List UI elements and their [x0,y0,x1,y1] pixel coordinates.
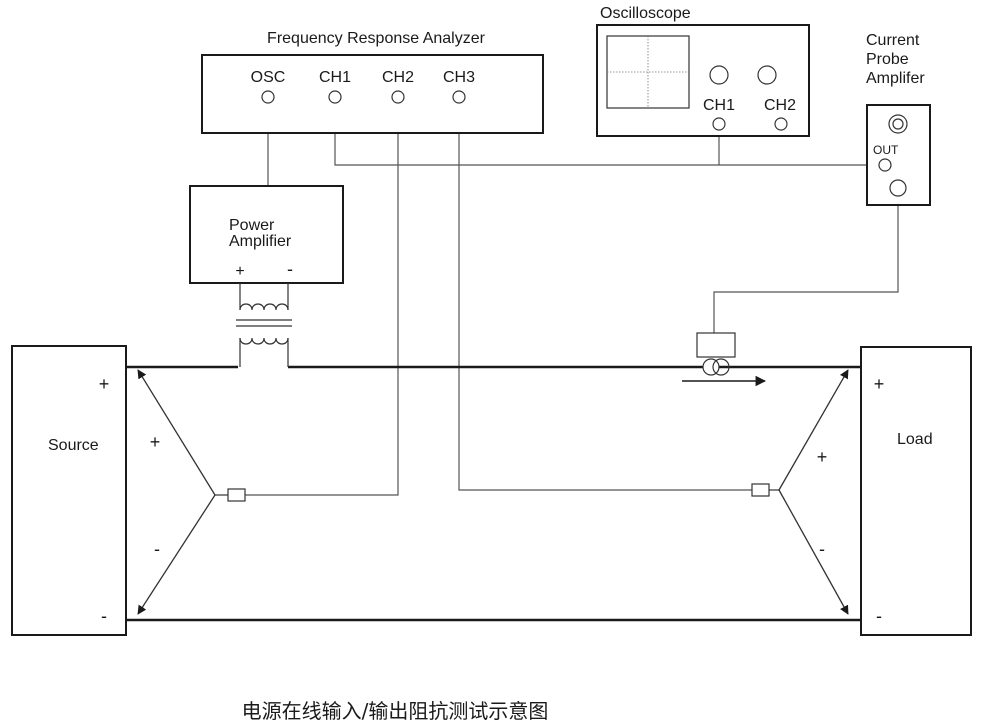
source-plus-label: + [99,374,110,394]
fra-ch2-terminal [391,90,405,104]
scope-ch2-label: CH2 [764,97,796,114]
current-probe-amplifier: Current Probe Amplifer OUT [866,32,931,206]
load-sense-probe [751,483,770,497]
fra-osc-terminal [261,90,275,104]
current-probe [682,332,767,387]
power-amp-title-line-1: Power [229,217,275,234]
injection-transformer [236,283,292,367]
source-minus-label: - [101,606,107,626]
probe-amp-title-line-1: Current [866,32,920,49]
fra-ch1-terminal [328,90,342,104]
fra-port-ch2-label: CH2 [382,69,414,86]
source-sense-arrow-plus [137,369,216,496]
probe-amp-out-terminal [878,158,892,172]
load-probe-plus-label: + [817,447,828,467]
probe-amp-title-line-3: Amplifer [866,70,925,87]
source-probe-minus-label: - [154,539,160,559]
source-probe-plus-label: + [150,432,161,452]
frequency-response-analyzer: Frequency Response Analyzer OSC CH1 CH2 … [201,30,544,134]
scope-ch1-terminal [712,117,726,131]
fra-title: Frequency Response Analyzer [267,30,486,47]
power-amp-plus-label: + [235,263,244,280]
scope-knob-2 [757,65,777,85]
source: Source + - + - [11,345,246,636]
oscilloscope: Oscilloscope CH1 CH2 [596,5,810,137]
load-probe-minus-label: - [819,539,825,559]
secondary-winding [239,337,289,345]
load-title: Load [897,431,933,448]
power-amplifier: Power Amplifier + - [189,185,344,284]
ch2-wire [245,103,399,496]
fra-port-ch1-label: CH1 [319,69,351,86]
load: Load + - + - [751,346,972,636]
load-sense-arrow-minus [778,489,849,615]
oscilloscope-title: Oscilloscope [600,5,691,22]
load-minus-label: - [876,606,882,626]
probe-amp-probe-terminal [889,179,907,197]
primary-winding [239,303,289,311]
fra-ch3-terminal [452,90,466,104]
wiring [245,103,899,496]
source-sense-arrow-minus [137,494,216,615]
fra-port-osc-label: OSC [251,69,286,86]
diagram-caption: 电源在线输入/输出阻抗测试示意图 [242,699,549,723]
power-amp-minus-label: - [287,259,293,279]
scope-ch2-terminal [774,117,788,131]
probe-cable [713,198,899,333]
scope-ch1-label: CH1 [703,97,735,114]
probe-amp-out-label: OUT [873,143,899,157]
scope-knob-1 [709,65,729,85]
ch3-wire [458,103,752,491]
probe-amp-title-line-2: Probe [866,51,909,68]
source-title: Source [48,437,99,454]
load-plus-label: + [874,374,885,394]
source-sense-probe [227,488,246,502]
power-amp-title-line-2: Amplifier [229,233,292,250]
fra-port-ch3-label: CH3 [443,69,475,86]
power-bus [126,365,862,622]
load-sense-arrow-plus [778,369,849,491]
